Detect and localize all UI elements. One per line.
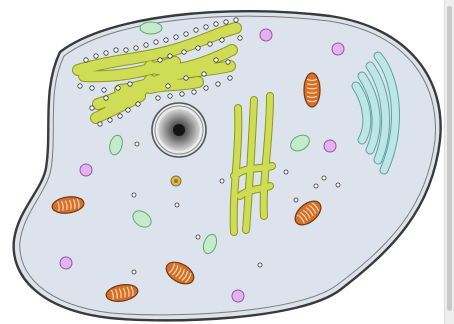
ribosome: [175, 203, 179, 207]
lysosome: [332, 43, 344, 55]
ribosome: [114, 48, 118, 52]
ribosome: [128, 82, 132, 86]
ribosome: [116, 86, 120, 90]
ribosome: [214, 22, 218, 26]
ribosome: [204, 86, 208, 90]
lysosome: [80, 164, 92, 176]
ribosome: [284, 170, 288, 174]
ribosome: [168, 94, 172, 98]
ribosome: [192, 90, 196, 94]
ribosome: [196, 46, 200, 50]
ribosome: [202, 72, 206, 76]
ribosome: [104, 96, 108, 100]
ribosome: [136, 102, 140, 106]
vesicle: [140, 22, 162, 34]
ribosome: [234, 18, 238, 22]
ribosome: [132, 193, 136, 197]
lysosome: [324, 140, 336, 152]
ribosome: [164, 38, 168, 42]
ribosome: [180, 92, 184, 96]
nucleus: [152, 103, 206, 157]
ribosome: [228, 76, 232, 80]
ribosome: [90, 106, 94, 110]
ribosome: [194, 28, 198, 32]
cell-diagram: [0, 0, 444, 324]
ribosome: [196, 235, 200, 239]
ribosome: [238, 36, 242, 40]
ribosome: [182, 50, 186, 54]
ribosome: [104, 51, 108, 55]
ribosome: [214, 58, 218, 62]
ribosome: [78, 84, 82, 88]
ribosome: [224, 20, 228, 24]
ribosome: [132, 270, 136, 274]
ribosome: [98, 122, 102, 126]
ribosome: [84, 58, 88, 62]
ribosome: [134, 46, 138, 50]
ribosome: [126, 108, 130, 112]
ribosome: [108, 118, 112, 122]
centrosome: [171, 176, 181, 186]
ribosome: [294, 198, 298, 202]
ribosome: [226, 60, 230, 64]
er-strand: [150, 82, 198, 88]
mitochondrion: [304, 73, 320, 107]
ribosome: [124, 48, 128, 52]
ribosome: [322, 176, 326, 180]
ribosome: [184, 76, 188, 80]
ribosome: [94, 54, 98, 58]
ribosome: [204, 25, 208, 29]
ribosome: [90, 86, 94, 90]
ribosome: [118, 114, 122, 118]
ribosome: [216, 82, 220, 86]
ribosome: [166, 84, 170, 88]
ribosome: [208, 42, 212, 46]
nucleolus: [173, 124, 185, 136]
vertical-scrollbar[interactable]: [444, 0, 454, 324]
ribosome: [258, 263, 262, 267]
lysosome: [260, 29, 272, 41]
ribosome: [102, 88, 106, 92]
ribosome: [135, 142, 139, 146]
lysosome: [232, 290, 244, 302]
scrollbar-thumb[interactable]: [447, 6, 452, 311]
ribosome: [144, 43, 148, 47]
ribosome: [158, 58, 162, 62]
ribosome: [174, 35, 178, 39]
ribosome: [220, 38, 224, 42]
ribosome: [336, 183, 340, 187]
ribosome: [314, 184, 318, 188]
ribosome: [220, 179, 224, 183]
ribosome: [168, 54, 172, 58]
ribosome: [184, 32, 188, 36]
ribosome: [154, 40, 158, 44]
ribosome: [156, 96, 160, 100]
lysosome: [60, 257, 72, 269]
